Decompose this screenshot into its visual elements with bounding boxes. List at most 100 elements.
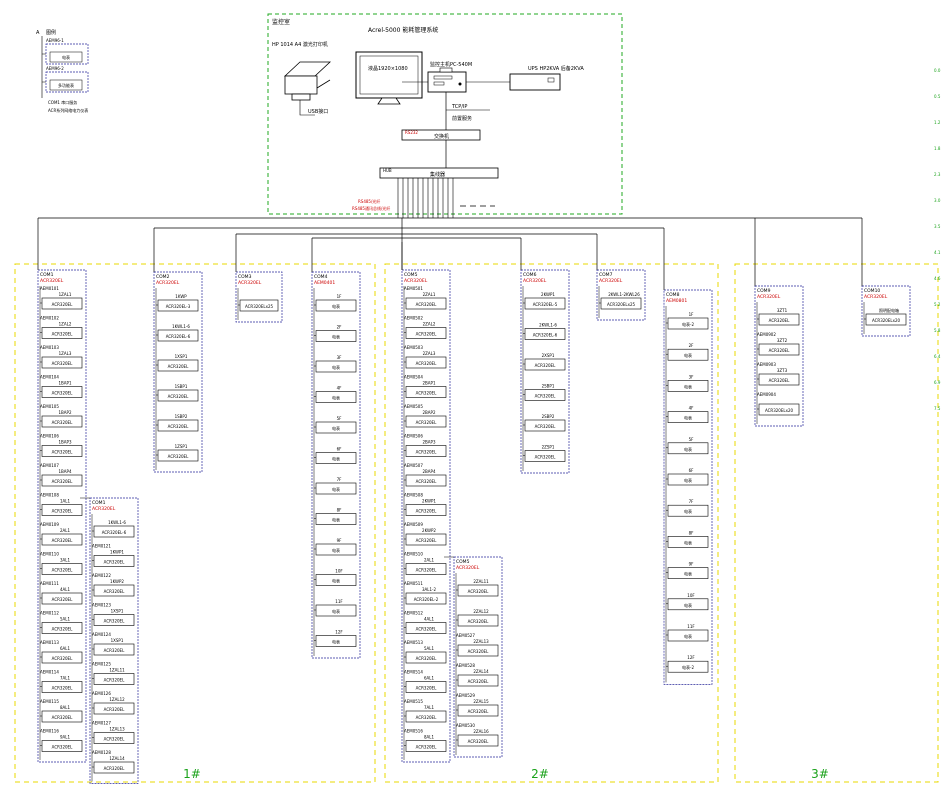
device-model: ACR320EL (52, 745, 73, 750)
device-name: 4F (337, 386, 343, 391)
device-id: AEM0107 (40, 463, 59, 468)
device-name: 1ZAL1 (59, 292, 72, 297)
device-column-3: COM2ACR320EL1KWPACR320EL-31KWL1-6ACR320E… (153, 271, 203, 473)
device-name: 2BAP3 (423, 440, 436, 445)
device-name: 2BAP1 (423, 381, 436, 386)
device-id: AEM0115 (40, 699, 59, 704)
device-model: 电表 (332, 303, 340, 309)
device-box (157, 329, 199, 342)
device-model: 电表 (684, 446, 692, 452)
device-box (41, 710, 83, 723)
device-box (667, 598, 709, 611)
device-model: 电表 (684, 633, 692, 639)
device-box (315, 482, 357, 495)
device-name: 2ZAL3 (423, 351, 436, 356)
device-name: 1SBP2 (175, 414, 188, 419)
device-model: ACR320EL (104, 560, 125, 565)
device-id: AEM0511 (404, 581, 423, 586)
device-name: 2AL1 (424, 558, 435, 563)
device-name: 10F (687, 593, 695, 598)
device-id: AEM0116 (40, 729, 59, 734)
device-box (315, 360, 357, 373)
device-model: 电表 (332, 486, 340, 492)
ups-icon (509, 73, 561, 91)
device-id: AEM0104 (40, 375, 59, 380)
device-name: 1ZAL2 (59, 322, 72, 327)
device-box (405, 504, 447, 516)
station-1-box (14, 263, 376, 783)
device-model: ACR320EL (168, 454, 189, 459)
device-model: ACR320EL (52, 361, 73, 366)
column-code: ACR320EL (599, 278, 623, 284)
bus-wires (37, 178, 863, 558)
device-name: 5AL1 (424, 646, 435, 651)
device-box (405, 651, 447, 664)
device-box (41, 445, 83, 457)
column-frame (235, 271, 283, 323)
device-id: AEM0103 (40, 345, 59, 350)
device-box (667, 504, 709, 517)
device-id: AEM0125 (92, 662, 111, 667)
device-name: 1BAP1 (59, 381, 72, 386)
device-model: 电表 (332, 608, 340, 614)
device-model: 电表 (332, 364, 340, 370)
device-name: 6AL1 (424, 676, 435, 681)
edge-mark: 6.9 (934, 380, 941, 385)
bus-label-2: RS485通讯总线/光纤 (352, 205, 390, 211)
column-com: COM8 (666, 292, 680, 298)
column-frame (663, 289, 713, 685)
device-id: AEM0506 (404, 434, 423, 439)
device-box (524, 358, 566, 371)
device-id: AEM0128 (92, 750, 111, 755)
device-name: 1KWL1-6 (108, 520, 126, 525)
device-name: 1F (337, 294, 343, 299)
edge-mark: 3.0 (934, 198, 941, 203)
device-model: ACR320EL (52, 538, 73, 543)
device-name: 2ZAL15 (473, 699, 489, 704)
column-code: ACR320EL (404, 278, 428, 284)
device-box (405, 533, 447, 546)
device-model: ACR320EL (468, 709, 489, 714)
device-box (524, 389, 566, 401)
device-model: ACR320EL (52, 391, 73, 396)
device-name: 1BAP4 (59, 469, 72, 474)
device-id: AEM0101 (40, 286, 59, 291)
column-frame (596, 269, 646, 321)
device-name: 2AL1 (60, 528, 71, 533)
device-name: 2BAP4 (423, 469, 436, 474)
station-3-box (734, 263, 939, 783)
device-box (93, 555, 135, 567)
station-1-label: 1# (183, 767, 201, 781)
device-name: 3F (337, 355, 343, 360)
legend-item-2-box (45, 71, 89, 93)
edge-mark: 3.5 (934, 224, 941, 229)
hub-tag: HUB (383, 168, 392, 173)
device-box (315, 452, 357, 464)
column-code: ACR320EL (92, 506, 116, 512)
column-com: COM9 (757, 288, 771, 294)
device-model: ACR320ELx25 (607, 302, 636, 307)
device-name: 1F (689, 312, 695, 317)
device-model: ACR320EL (52, 420, 73, 425)
device-column-7: COM5ACR320EL2ZAL11ACR320EL2ZAL12ACR320EL… (453, 556, 503, 758)
device-model: ACR320ELx20 (872, 318, 901, 323)
column-frame (153, 271, 203, 473)
device-name: 9F (689, 562, 695, 567)
device-model: 电表 (332, 334, 340, 340)
device-name: 6F (689, 468, 695, 473)
device-model: ACR320EL (104, 678, 125, 683)
